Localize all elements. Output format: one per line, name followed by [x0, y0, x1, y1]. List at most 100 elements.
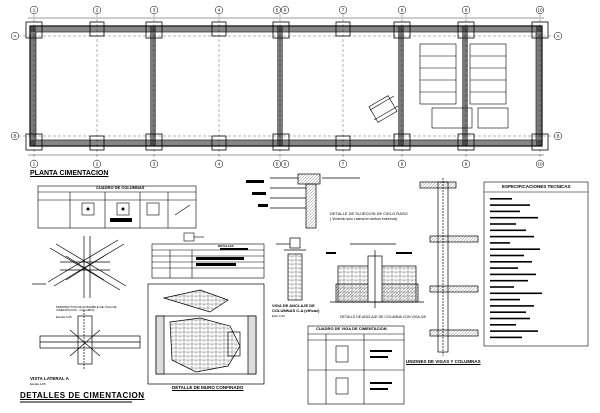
grid-row-right-A-bubble	[553, 31, 563, 41]
slab-joint-detail	[246, 173, 360, 229]
plan-inner-wall	[35, 31, 537, 141]
footing-section	[326, 243, 424, 308]
grid-col-bottom-2-label: 2	[96, 162, 99, 167]
spec-text-line	[490, 292, 542, 295]
grid-col-bottom-2-bubble	[92, 159, 102, 169]
grid-col-top-4-label: 4	[218, 8, 221, 13]
lateral-view-label: VISTA LATERAL A	[30, 376, 69, 381]
lateral-view	[39, 310, 141, 370]
grid-col-bottom-7-label: 7	[342, 162, 345, 167]
grid-col-bottom-5-label: 5	[276, 162, 279, 167]
anchor-beam-label-1: VIGA DE ANCLAJE DE	[272, 303, 315, 308]
grid-col-bottom-8-label: 8	[401, 162, 404, 167]
beam-table-title: CUADRO DE VIGA DE CIMENTACION	[316, 326, 387, 331]
spec-text-line	[490, 204, 530, 206]
grid-row-left-B-label: B	[13, 134, 16, 139]
lateral-view-scale: Escala 1/25	[30, 382, 46, 386]
grid-row-right-B-bubble	[553, 131, 563, 141]
column-footings	[25, 21, 549, 151]
plan-title: PLANTA CIMENTACION	[30, 170, 109, 177]
spec-text-line	[490, 242, 510, 244]
spec-text-line	[490, 216, 538, 219]
spec-text-line	[490, 273, 536, 276]
bottom-beam	[30, 140, 542, 146]
grid-row-right-A-label: A	[556, 34, 559, 39]
spec-text-line	[490, 229, 526, 232]
foundation-plan	[18, 14, 556, 160]
spec-text-line	[490, 311, 526, 313]
perspective-scale: Escala 1/25	[56, 315, 72, 319]
grid-col-top-10-bubble	[535, 5, 545, 15]
column-detail-label: DETALLES	[218, 244, 234, 248]
grid-col-top-9-label: 9	[465, 8, 468, 13]
foundation-beam-table	[307, 325, 405, 405]
grid-col-bottom-10-bubble	[535, 159, 545, 169]
spec-text-line	[490, 254, 524, 257]
beam-column-perspective	[32, 236, 127, 298]
slab-joint-label-1: DETALLE DE SUJECION DE CIELO RASO	[330, 211, 408, 216]
spec-text-line	[490, 330, 538, 332]
columns-table-title: CUADRO DE COLUMNAS	[96, 185, 145, 190]
grid-col-top-8-bubble	[397, 5, 407, 15]
grid-col-top-8-label: 8	[401, 8, 404, 13]
spec-text-line	[490, 286, 514, 288]
spec-text-line	[490, 267, 518, 269]
spec-text-line	[490, 279, 528, 282]
grid-col-bottom-1-label: 1	[33, 162, 36, 167]
grid-col-top-3-label: 3	[153, 8, 156, 13]
grid-col-bottom-6-label: 6	[284, 162, 287, 167]
grid-col-bottom-7-bubble	[338, 159, 348, 169]
slab-joint-label-2: ( Viviendo solo Lateral en ambos extremo…	[330, 217, 398, 221]
spec-text-line	[490, 210, 520, 213]
joints-label: UNIONES DE VIGAS Y COLUMNAS	[406, 359, 481, 364]
columns-table	[37, 185, 197, 229]
grid-col-top-3-bubble	[149, 5, 159, 15]
grid-col-bottom-1-bubble	[29, 159, 39, 169]
grid-col-top-10-label: 10	[537, 8, 543, 13]
grid-col-top-1-label: 1	[33, 8, 36, 13]
grid-col-top-9-bubble	[461, 5, 471, 15]
spec-text-line	[490, 248, 540, 250]
grid-col-top-5-bubble	[272, 5, 282, 15]
grid-col-top-4-bubble	[214, 5, 224, 15]
spec-text-line	[490, 198, 512, 200]
grid-row-left-A-bubble	[10, 31, 20, 41]
anchor-beam-scale: ESC 1/20	[272, 314, 285, 318]
grid-col-top-6-label: 6	[284, 8, 287, 13]
grid-col-top-1-bubble	[29, 5, 39, 15]
grid-col-top-2-label: 2	[96, 8, 99, 13]
grid-col-bottom-3-bubble	[149, 159, 159, 169]
grid-col-top-7-label: 7	[342, 8, 345, 13]
spec-text-line	[490, 223, 516, 225]
grid-col-top-2-bubble	[92, 5, 102, 15]
anchor-beam-label-2: COLUMNAS C-A (efficaz)	[272, 308, 320, 313]
specifications-box	[483, 181, 589, 347]
footer-title: DETALLES DE CIMENTACION	[20, 391, 145, 400]
grid-col-bottom-3-label: 3	[153, 162, 156, 167]
grid-row-left-B-bubble	[10, 131, 20, 141]
grid-col-bottom-8-bubble	[397, 159, 407, 169]
specs-title: ESPECIFICACIONES TECNICAS	[502, 184, 571, 189]
grid-col-bottom-6-bubble	[280, 159, 290, 169]
grid-axes	[18, 14, 556, 160]
grid-col-top-5-label: 5	[276, 8, 279, 13]
spec-text-line	[490, 324, 516, 326]
spec-text-line	[490, 317, 530, 320]
confined-wall-label: DETALLE DE MURO CONFINADO	[172, 385, 244, 390]
specification-lines	[490, 198, 542, 339]
grid-col-bottom-5-bubble	[272, 159, 282, 169]
grid-col-bottom-4-label: 4	[218, 162, 221, 167]
grid-col-top-6-bubble	[280, 5, 290, 15]
column-detail-box	[151, 232, 265, 279]
spec-text-line	[490, 305, 534, 307]
anchor-beam-detail	[276, 237, 306, 301]
confined-wall-detail	[147, 283, 265, 385]
grid-row-right-B-label: B	[556, 134, 559, 139]
spec-text-line	[490, 298, 520, 301]
grid-col-bottom-10-label: 10	[537, 162, 543, 167]
spec-text-line	[490, 235, 534, 238]
stair-detail	[368, 43, 509, 129]
grid-row-left-A-label: A	[13, 34, 16, 39]
